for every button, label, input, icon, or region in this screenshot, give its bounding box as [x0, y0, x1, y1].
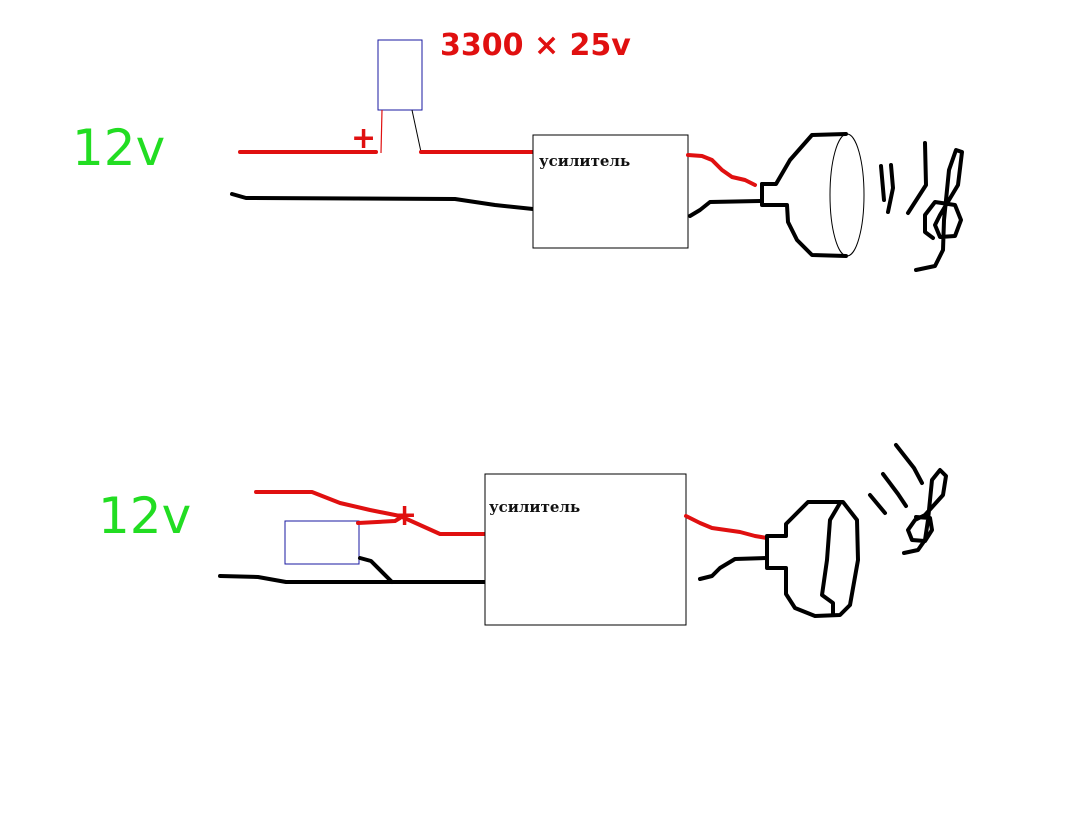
top-capacitor-label: 3300 × 25v: [440, 28, 631, 63]
bottom-sound-waves-icon: [868, 443, 924, 515]
top-capacitor: [377, 39, 423, 111]
bottom-speaker-negative-wire: [698, 556, 769, 581]
top-amplifier: [532, 134, 689, 249]
bottom-ground-wire: [218, 574, 488, 584]
top-speaker-negative-wire: [688, 199, 762, 218]
bottom-capacitor: [284, 520, 360, 565]
bottom-capacitor-negative-lead: [358, 556, 394, 584]
top-capacitor-negative-lead: [411, 109, 422, 153]
top-treble-clef-icon: [914, 148, 964, 272]
top-circuit: 12v 3300 × 25v + усилитель: [72, 28, 964, 272]
bottom-treble-clef-icon: [902, 468, 948, 555]
bottom-amplifier: [484, 473, 687, 626]
bottom-circuit: 12v + усилитель: [98, 443, 948, 626]
top-voltage-label: 12v: [72, 119, 165, 177]
bottom-speaker-icon: [765, 500, 860, 618]
top-capacitor-positive-lead: [380, 109, 383, 154]
bottom-capacitor-positive-lead: [356, 516, 402, 525]
bottom-voltage-label: 12v: [98, 487, 191, 545]
bottom-positive-wire: [254, 490, 488, 536]
top-amplifier-label: усилитель: [539, 152, 630, 170]
bottom-speaker-positive-wire: [684, 514, 769, 540]
bottom-plus-sign: +: [392, 498, 417, 533]
bottom-amplifier-label: усилитель: [489, 498, 580, 516]
top-ground-wire: [230, 192, 535, 211]
top-speaker-icon: [760, 132, 865, 258]
top-speaker-positive-wire: [686, 153, 757, 187]
top-sound-waves-icon: [879, 141, 928, 215]
